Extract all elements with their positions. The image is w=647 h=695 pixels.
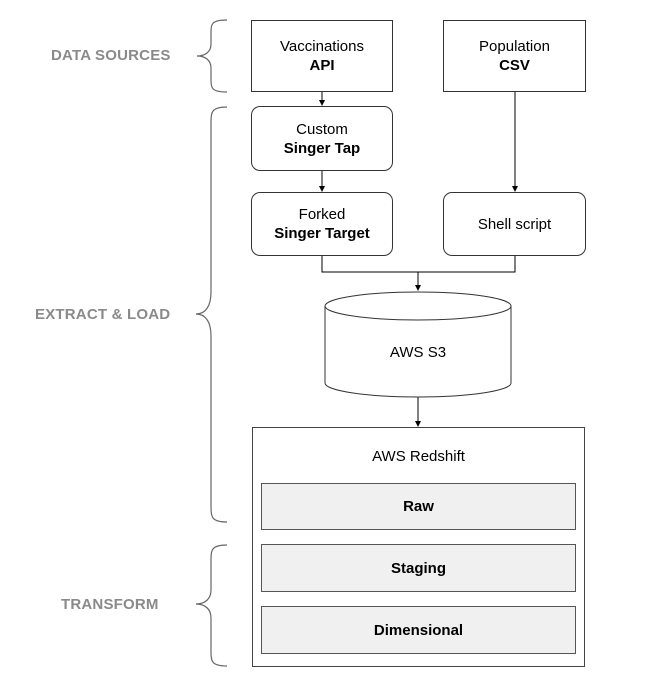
node-singer-tap: Custom Singer Tap — [251, 106, 393, 171]
node-singer-target: Forked Singer Target — [251, 192, 393, 256]
brace-data-sources — [196, 19, 228, 93]
section-label-data-sources: DATA SOURCES — [51, 47, 171, 64]
connector-target-shell-merge — [321, 256, 516, 273]
brace-extract-load — [195, 106, 228, 523]
node-singer-target-line1: Forked — [298, 206, 346, 223]
node-population-line2: CSV — [499, 57, 530, 74]
node-s3-label: AWS S3 — [389, 344, 447, 361]
node-singer-tap-line1: Custom — [296, 120, 348, 138]
node-vaccinations-api: Vaccinations API — [251, 20, 393, 92]
node-population-line1: Population — [479, 38, 550, 55]
s3-cylinder — [324, 291, 512, 398]
node-singer-target-line2: Singer Target — [274, 225, 370, 242]
node-vaccinations-line1: Vaccinations — [280, 38, 364, 55]
brace-transform — [195, 544, 228, 667]
node-vaccinations-line2: API — [309, 57, 335, 74]
node-singer-tap-line2: Singer Tap — [283, 139, 361, 157]
section-label-transform: TRANSFORM — [61, 596, 159, 613]
section-label-extract-load: EXTRACT & LOAD — [35, 306, 171, 323]
node-population-csv: Population CSV — [443, 20, 586, 92]
layer-raw: Raw — [261, 483, 576, 530]
redshift-title: AWS Redshift — [372, 448, 465, 465]
node-shell-script-label: Shell script — [477, 215, 552, 233]
node-shell-script: Shell script — [443, 192, 586, 256]
layer-staging: Staging — [261, 544, 576, 592]
layer-dimensional: Dimensional — [261, 606, 576, 654]
